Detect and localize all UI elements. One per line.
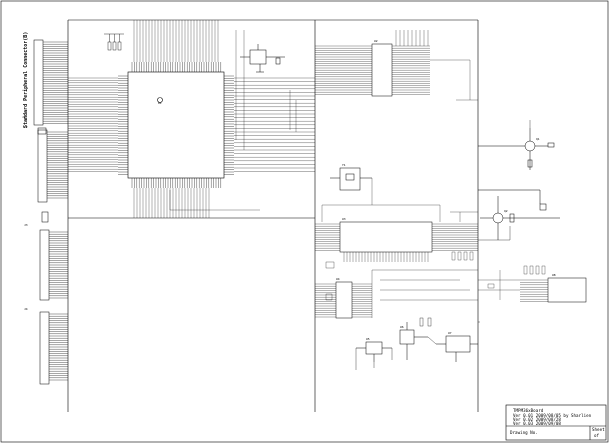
connector-j2-ref: J2 bbox=[24, 125, 28, 129]
right-side-nets bbox=[355, 120, 531, 370]
title-sheet: Sheet bbox=[592, 427, 605, 432]
regulator-top bbox=[240, 44, 285, 73]
connector-j1-pins bbox=[43, 41, 68, 124]
connector-j1-ref: J1 bbox=[22, 115, 26, 119]
component bbox=[535, 265, 540, 275]
q2-ref: Q2 bbox=[504, 209, 508, 213]
oscillator bbox=[330, 167, 372, 191]
connector-j3-pins bbox=[49, 231, 68, 299]
pullup-resistors bbox=[104, 33, 124, 51]
eth-phy-chip bbox=[339, 221, 433, 253]
regulator-bottom-1 bbox=[356, 341, 392, 362]
usb-ref: U8 bbox=[552, 273, 556, 277]
title-revision-1: Ver 0.01 2009/08/05 by Sharlien bbox=[513, 413, 592, 418]
component bbox=[325, 293, 333, 301]
eth-phy-ref: U3 bbox=[342, 217, 346, 221]
connector-j4-ref: J4 bbox=[24, 307, 28, 311]
mcu-signal-bus bbox=[68, 20, 315, 218]
connector-j4 bbox=[39, 311, 50, 385]
mcu-pins bbox=[118, 62, 234, 188]
component bbox=[451, 251, 456, 261]
osc-ref: Y1 bbox=[342, 163, 346, 167]
component bbox=[427, 317, 432, 327]
q1-ref: Q1 bbox=[536, 137, 540, 141]
left-connector-label: Standard Peripheral Connector(B) bbox=[23, 32, 29, 128]
component bbox=[487, 283, 495, 289]
connector-j3-ref: J3 bbox=[24, 223, 28, 227]
uart-signal-bus bbox=[315, 261, 478, 318]
component bbox=[523, 265, 528, 275]
connector-j1 bbox=[33, 39, 47, 135]
usb-chip bbox=[547, 277, 587, 303]
mcu-chip bbox=[127, 71, 225, 179]
connector-j2-pins bbox=[47, 131, 68, 199]
component bbox=[469, 251, 474, 261]
transistor-q1 bbox=[478, 128, 555, 170]
component bbox=[529, 265, 534, 275]
uart-chip bbox=[335, 281, 353, 319]
title-sheet-of: of bbox=[594, 433, 600, 438]
component bbox=[463, 251, 468, 261]
title-project: TMPM36xBoard bbox=[513, 408, 544, 413]
component bbox=[325, 261, 335, 269]
connector-j2 bbox=[37, 129, 48, 203]
dram-chip bbox=[371, 43, 393, 97]
component bbox=[419, 317, 424, 327]
left-connector-label-group: Standard Peripheral Connector(B) bbox=[23, 32, 29, 128]
reg1-ref: U5 bbox=[366, 337, 370, 341]
component bbox=[457, 251, 462, 261]
connector-j4-pins bbox=[49, 313, 68, 381]
connector-j3 bbox=[39, 211, 50, 301]
title-revision-2: Ver 0.02 2009/08/28 bbox=[513, 417, 561, 422]
title-block bbox=[505, 404, 607, 441]
title-drawing-no: Drawing No. bbox=[510, 430, 538, 435]
reg3-ref: U7 bbox=[448, 331, 452, 335]
mcu-ref: U1 bbox=[158, 101, 162, 105]
eth-signal-bus bbox=[315, 178, 478, 262]
transistor-q2 bbox=[478, 189, 560, 240]
dram-signal-bus bbox=[315, 30, 478, 101]
component bbox=[541, 265, 546, 275]
uart-ref: U4 bbox=[336, 277, 340, 281]
reg2-ref: U6 bbox=[400, 325, 404, 329]
regulator-bottom-2 bbox=[399, 322, 428, 360]
dram-ref: U2 bbox=[374, 39, 378, 43]
title-revision-3: Ver 0.03 2009/09/08 bbox=[513, 421, 561, 426]
usb-signal-bus bbox=[478, 265, 548, 302]
wire bbox=[427, 336, 437, 345]
regulator-bottom-3 bbox=[436, 335, 478, 362]
